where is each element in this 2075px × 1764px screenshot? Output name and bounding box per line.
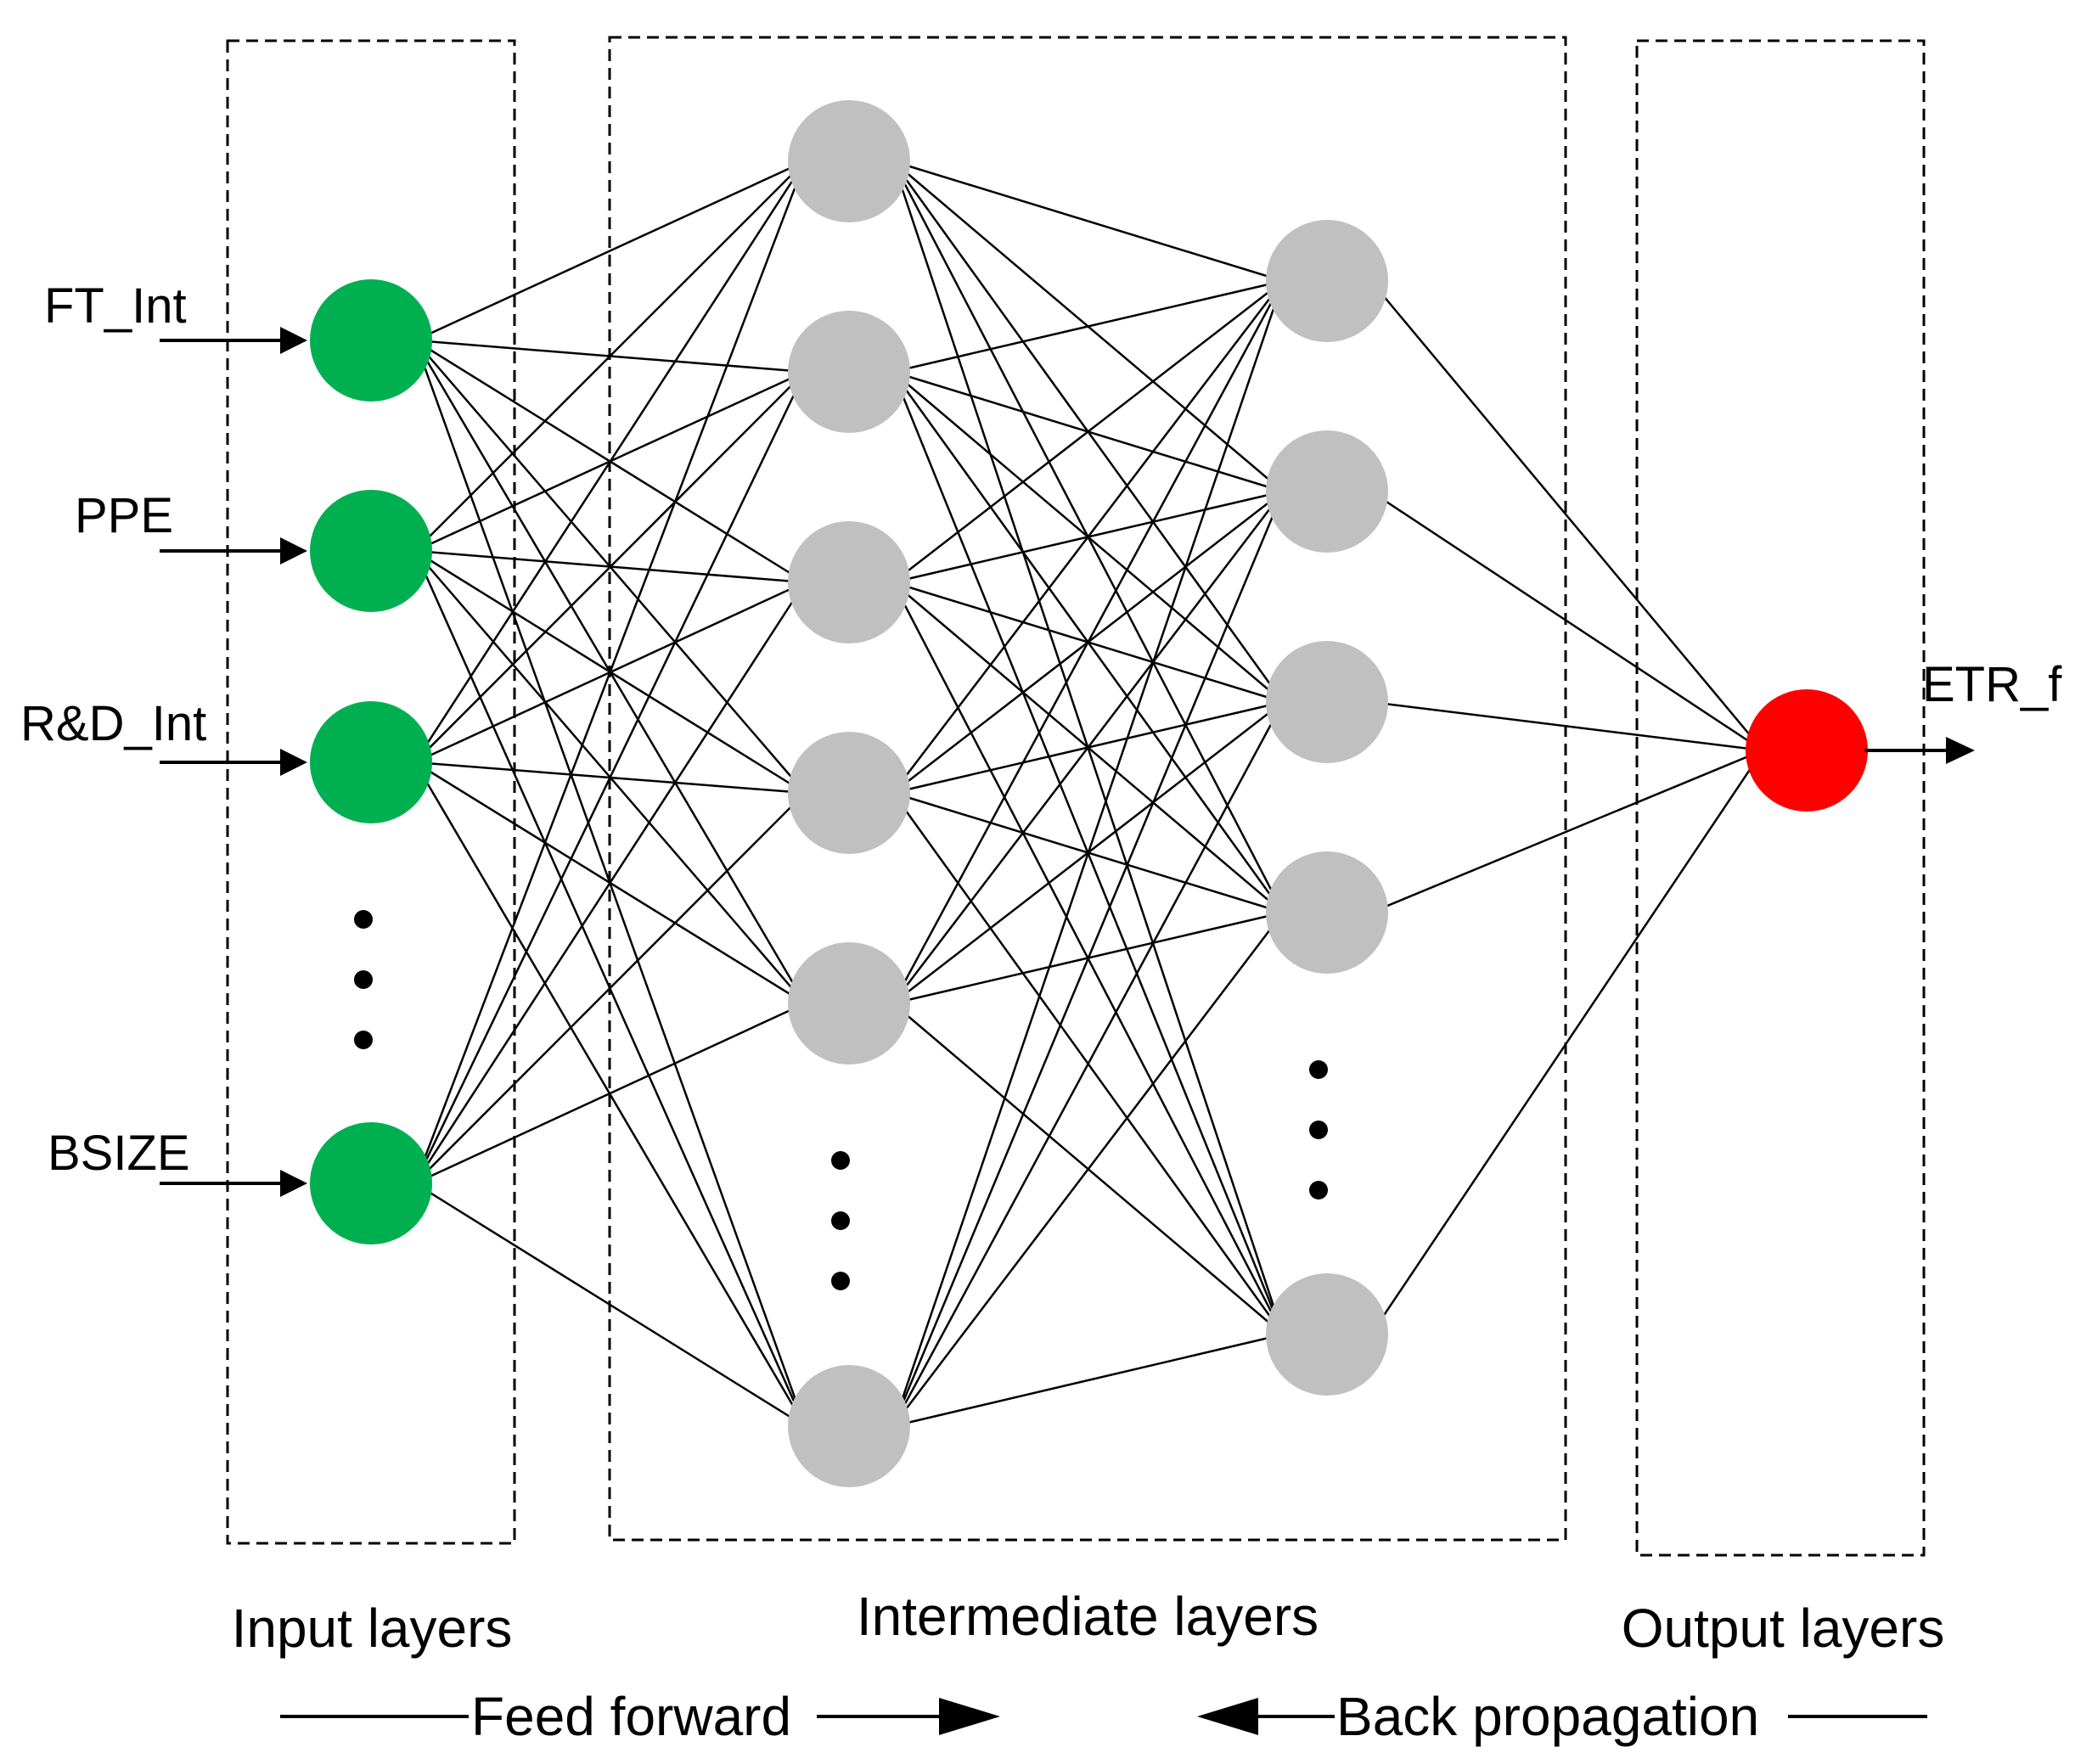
input-arrowhead-3 (280, 749, 307, 776)
output-arrowhead (1946, 737, 1975, 764)
input-label-ft-int: FT_Int (44, 278, 187, 334)
hidden2-node-1 (1266, 220, 1388, 342)
hidden1-node-1 (788, 100, 910, 222)
input-hidden1-edge-4-2 (413, 371, 807, 1184)
input-hidden1-edge-4-5 (414, 1002, 806, 1185)
input-arrowhead-1 (280, 327, 307, 354)
input-arrowhead-4 (280, 1170, 307, 1197)
hidden2-ellipsis (1309, 1060, 1328, 1199)
hidden2-output-edge-4-1 (1370, 749, 1763, 914)
caption-output-layers: Output layers (1622, 1598, 1945, 1659)
hidden2-node-2 (1266, 430, 1388, 553)
input-hidden1-edge-4-4 (413, 792, 807, 1184)
input-hidden1-edge-1-1 (414, 160, 806, 342)
input-node-4 (310, 1122, 432, 1244)
hidden2-output-edge-3-1 (1370, 700, 1763, 752)
hidden1-hidden2-edge-1-1 (892, 160, 1284, 283)
caption-intermediate-layers: Intermediate layers (857, 1586, 1319, 1647)
hidden2-output-edge-5-1 (1369, 750, 1764, 1335)
hidden1-node-6 (788, 1365, 910, 1487)
hidden2-node-3 (1266, 641, 1388, 763)
input-label-ppe: PPE (75, 488, 173, 543)
input-label-bsize: BSIZE (48, 1126, 190, 1181)
input-node-3 (310, 701, 432, 823)
input-hidden1-edge-4-3 (413, 581, 807, 1184)
output-node-1 (1746, 689, 1868, 812)
network-nodes (310, 100, 1868, 1487)
hidden1-hidden2-edge-6-3 (891, 701, 1285, 1427)
back-propagation-indicator: Back propagation (1197, 1686, 1927, 1747)
hidden1-hidden2-edge-6-4 (891, 912, 1285, 1427)
back-propagation-arrowhead (1197, 1698, 1258, 1735)
back-propagation-label: Back propagation (1336, 1686, 1759, 1747)
hidden1-hidden2-edge-2-1 (892, 279, 1284, 374)
input-node-1 (310, 279, 432, 402)
hidden1-hidden2-edge-3-1 (892, 280, 1284, 583)
input-layer-box (226, 39, 516, 1545)
hidden1-hidden2-edge-6-5 (892, 1333, 1284, 1428)
output-label-etr-f: ETR_f (1922, 657, 2062, 712)
hidden1-hidden2-edge-6-2 (891, 491, 1285, 1427)
input-hidden1-edge-4-6 (414, 1182, 806, 1428)
feed-forward-indicator: Feed forward (280, 1686, 1000, 1747)
hidden1-hidden2-edge-5-1 (891, 280, 1285, 1004)
hidden1-hidden2-edge-6-1 (891, 280, 1285, 1427)
input-node-2 (310, 490, 432, 612)
input-hidden1-edge-2-1 (413, 160, 807, 552)
input-hidden1-edge-3-1 (413, 160, 807, 763)
hidden1-node-5 (788, 942, 910, 1065)
input-arrows (160, 327, 307, 1197)
hidden2-output-edge-1-1 (1369, 280, 1764, 751)
output-layer-box (1635, 39, 1926, 1557)
input-label-rd-int: R&D_Int (20, 696, 206, 751)
hidden2-node-5 (1266, 1273, 1388, 1396)
input-ellipsis (354, 910, 373, 1049)
hidden1-hidden2-edge-4-1 (891, 280, 1285, 794)
feed-forward-label: Feed forward (471, 1686, 791, 1747)
input-arrowhead-2 (280, 537, 307, 565)
connection-edges (413, 160, 1764, 1428)
hidden1-hidden2-edge-5-2 (891, 491, 1285, 1004)
hidden2-output-edge-2-1 (1370, 490, 1763, 752)
hidden2-node-4 (1266, 851, 1388, 974)
intermediate-layer-box (608, 36, 1567, 1542)
hidden1-ellipsis (831, 1151, 850, 1290)
input-hidden1-edge-3-2 (413, 371, 807, 763)
hidden1-node-3 (788, 521, 910, 643)
hidden1-node-2 (788, 311, 910, 433)
feed-forward-arrowhead (939, 1698, 1000, 1735)
caption-input-layers: Input layers (232, 1598, 513, 1659)
input-hidden1-edge-4-1 (413, 160, 807, 1184)
hidden1-node-4 (788, 732, 910, 854)
